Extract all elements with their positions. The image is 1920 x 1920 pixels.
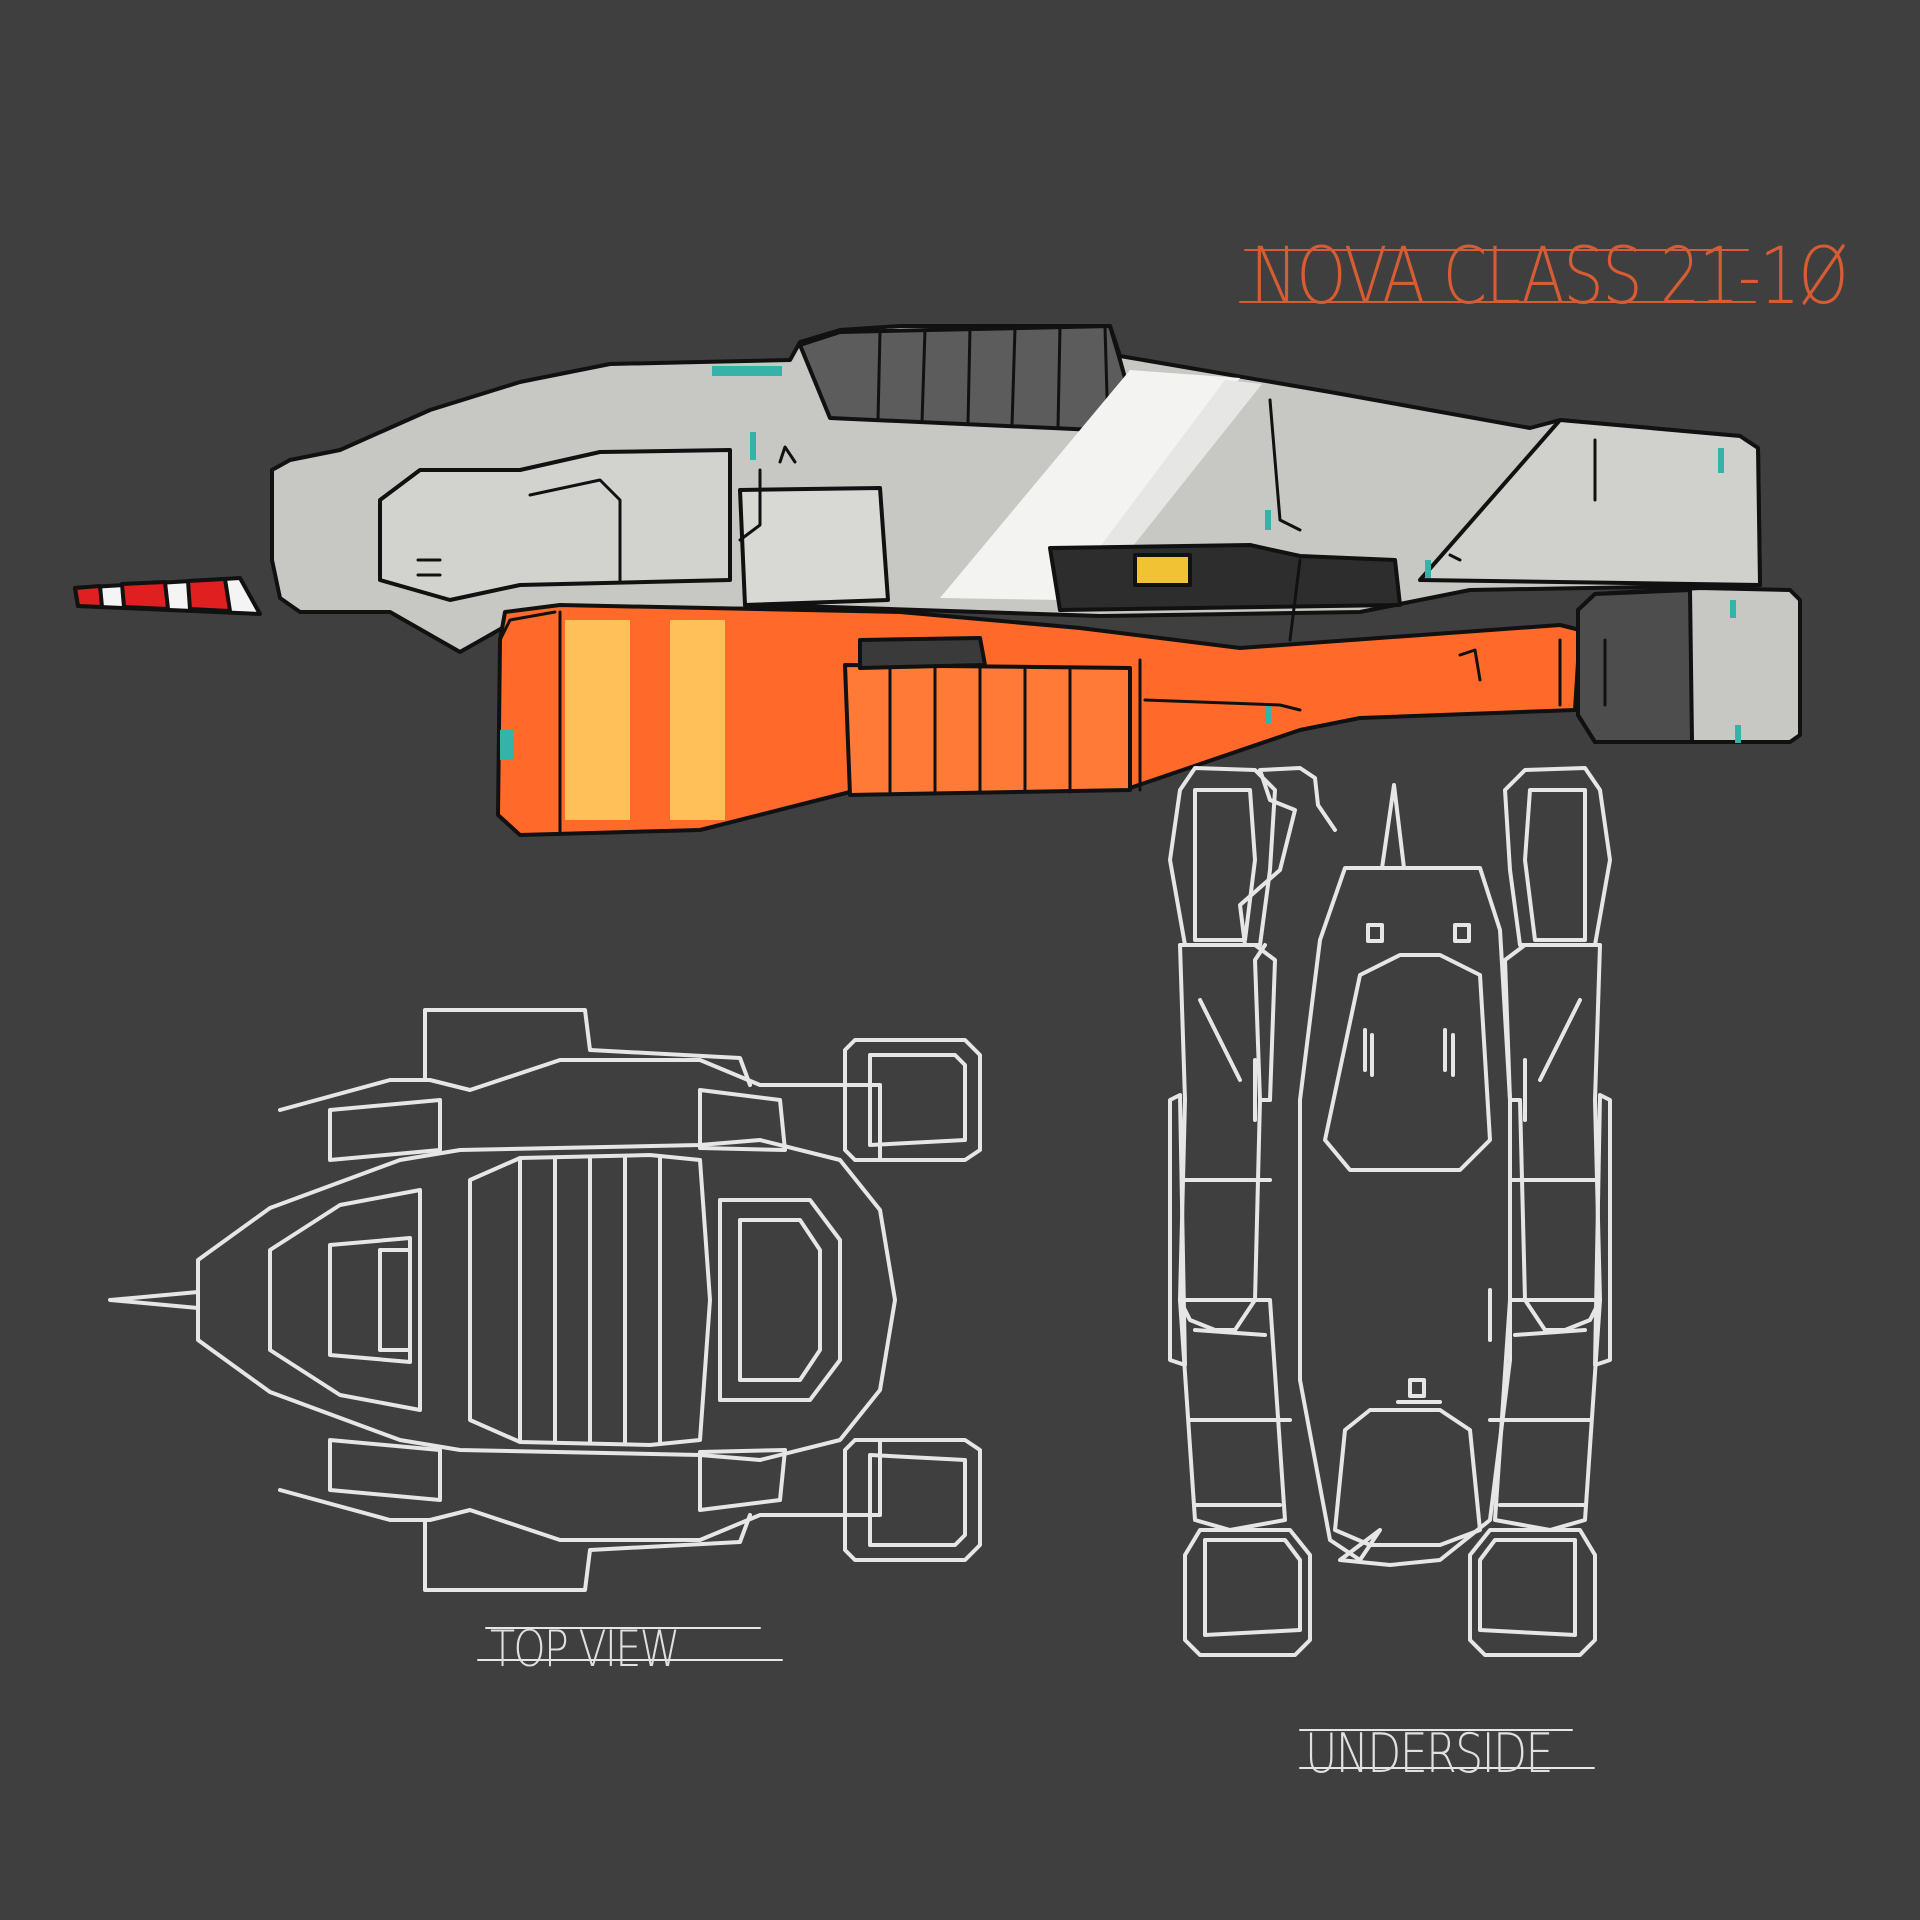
under-left-details [1183, 998, 1292, 1507]
under-left-side-block [1168, 1093, 1187, 1367]
under-central-panel [1323, 953, 1492, 1172]
top-canopy [468, 1153, 712, 1447]
orange-ribs [558, 610, 1142, 834]
ship-title: NOVA CLASS 21-1Ø [1250, 232, 1849, 322]
hull-highlight-2 [1060, 380, 1262, 600]
rear-engine-dark [1576, 588, 1694, 744]
under-right-engine-inner [1478, 1538, 1577, 1637]
top-upper-engine-inner [868, 1053, 967, 1147]
intake-panel [738, 486, 890, 607]
orange-lower-box [843, 663, 1132, 797]
under-right-upper-nacelle [1503, 766, 1612, 947]
under-right-upper-nacelle-inner [1523, 788, 1587, 942]
top-canopy-ribs [518, 1155, 662, 1446]
top-nose-inner [268, 1188, 422, 1412]
underside-drawing [1168, 766, 1612, 1657]
top-upper-pod [278, 1058, 882, 1162]
side-view-ship [73, 324, 1802, 837]
top-upper-engine [843, 1038, 982, 1162]
underside-label: UNDERSIDE [1305, 1722, 1553, 1785]
top-nose-vent [378, 1248, 412, 1352]
top-lower-pod-inner [328, 1438, 442, 1502]
top-lower-vents [698, 1448, 787, 1512]
label-rules [477, 249, 1756, 1769]
under-left-upper-nacelle [1168, 766, 1277, 947]
orange-light-band-1 [565, 620, 630, 820]
top-view-label: TOP VIEW [490, 1620, 680, 1678]
top-view-drawing [108, 1008, 982, 1592]
under-right-side-block [1593, 1093, 1612, 1367]
top-lower-pod [278, 1438, 882, 1542]
top-upper-pod-inner [328, 1098, 442, 1162]
top-lower-engine-inner [868, 1453, 967, 1547]
dark-vents [858, 636, 987, 670]
under-left-lower-nacelle [1178, 1298, 1287, 1532]
rear-wing-panel [1418, 418, 1762, 587]
under-right-pod [1503, 943, 1602, 1332]
under-right-lower-nacelle [1493, 1298, 1602, 1532]
under-left-engine [1183, 1528, 1312, 1657]
hull-highlight [940, 370, 1240, 600]
side-details [416, 398, 1607, 712]
yellow-tank [1133, 553, 1192, 587]
top-upper-frame [423, 1008, 752, 1087]
under-right-details [1488, 998, 1597, 1507]
under-left-engine-inner [1203, 1538, 1302, 1637]
under-left-upper-nacelle-inner [1193, 788, 1257, 942]
top-lower-engine [843, 1438, 982, 1562]
teal-accents [500, 366, 1741, 760]
orange-light-band-2 [670, 620, 725, 820]
under-left-pod-top [1238, 766, 1337, 1102]
under-antenna [1380, 783, 1406, 870]
side-panel [378, 448, 732, 602]
nose-probe [73, 576, 262, 616]
under-rear-panel [1333, 1408, 1482, 1547]
under-left-pod [1178, 943, 1277, 1332]
under-right-engine [1468, 1528, 1597, 1657]
top-lower-frame [423, 1513, 752, 1592]
top-hull [196, 1138, 897, 1462]
top-nose-panel [328, 1236, 412, 1364]
top-upper-vents [698, 1088, 787, 1152]
top-probe [108, 1290, 200, 1310]
under-hull-details [1363, 923, 1492, 1404]
top-rear-cabin-inner [738, 1218, 822, 1382]
top-rear-cabin [718, 1198, 842, 1402]
